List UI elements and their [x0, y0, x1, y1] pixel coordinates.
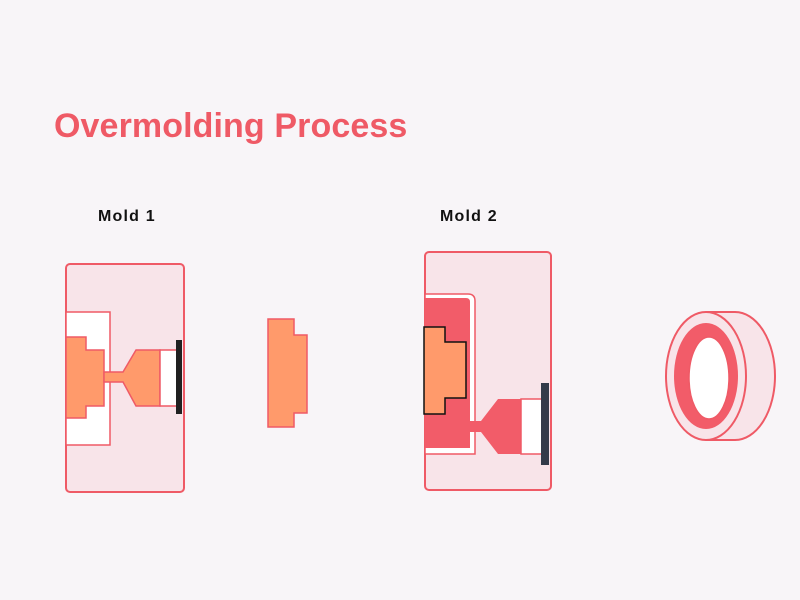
mold-2 — [423, 251, 552, 491]
mold-2-label: Mold 2 — [440, 208, 498, 225]
mold-1 — [65, 263, 185, 493]
mold-2-runner — [470, 399, 521, 454]
mold-1-sprue-gate — [159, 349, 179, 407]
mold-2-substrate-insert — [423, 326, 467, 415]
mold-1-label: Mold 1 — [98, 208, 156, 225]
mold-1-nozzle — [176, 340, 182, 414]
substrate-part — [267, 318, 308, 428]
finished-ring — [665, 311, 776, 441]
page-title: Overmolding Process — [54, 107, 408, 145]
mold-1-substrate-part — [65, 336, 105, 419]
ring-hole — [688, 336, 730, 420]
mold-2-nozzle — [541, 383, 549, 465]
mold-2-sprue-gate — [520, 398, 543, 455]
